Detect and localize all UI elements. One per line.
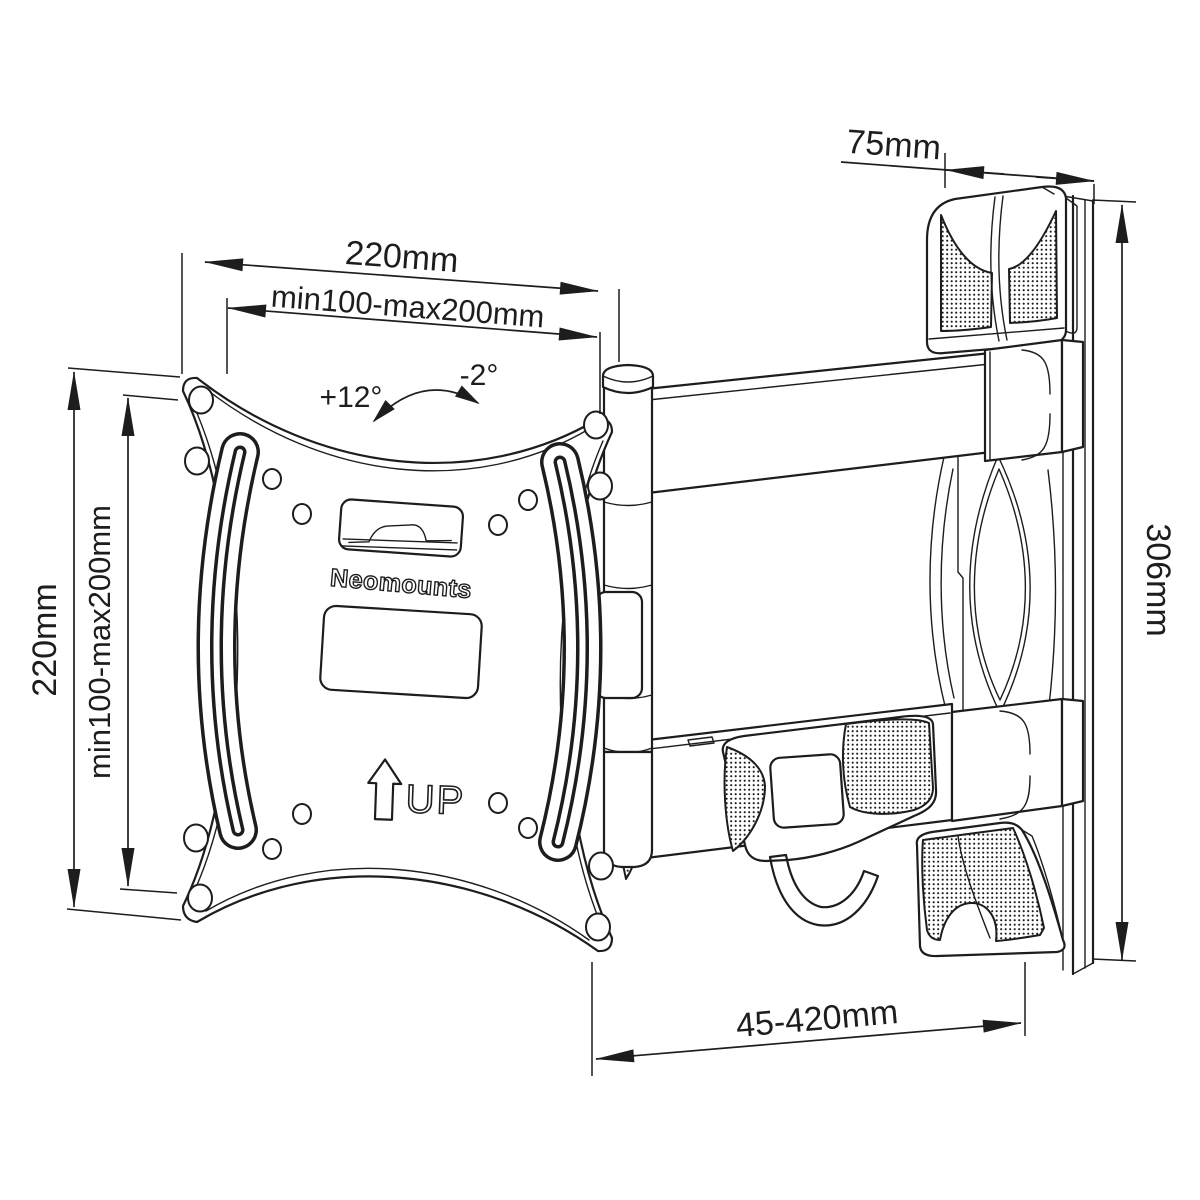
vesa-slot-right [538, 442, 603, 862]
dim-label-tilt-down: -2° [460, 359, 499, 392]
dim-label-plate-height: 220mm [26, 583, 64, 696]
vesa-plate: Neomounts UP [181, 376, 614, 953]
wall-column-covers [929, 454, 1057, 714]
dim-label-tilt-up: +12° [320, 381, 383, 414]
wall-rail [1062, 194, 1095, 976]
dim-label-plate-width: 220mm [344, 234, 460, 280]
wall-cover-top [925, 185, 1078, 355]
hinge-cap [601, 363, 655, 395]
mesh-panel [940, 214, 993, 332]
dim-label-vesa-width: min100-max200mm [270, 279, 546, 335]
mesh-panel [921, 827, 1045, 942]
upper-arm [644, 349, 1012, 495]
vesa-slot-left [196, 432, 260, 850]
dim-label-vesa-height: min100-max200mm [82, 505, 117, 779]
joint-cap [769, 753, 845, 829]
upper-bracket-bar [983, 338, 1085, 463]
lower-bracket-bar [950, 697, 1085, 823]
center-recess [319, 604, 483, 700]
dim-label-bracket-depth: 75mm [845, 123, 942, 167]
handle-slot [337, 498, 465, 558]
mesh-panel [1008, 210, 1058, 324]
wall-cover-bottom [915, 821, 1066, 958]
up-marking: UP [367, 758, 467, 824]
cable-hook [768, 853, 880, 927]
mesh-panel [841, 718, 934, 815]
tilt-arc [372, 385, 480, 423]
dim-label-bracket-height: 306mm [1139, 523, 1177, 636]
mesh-panel [723, 746, 766, 852]
up-label: UP [405, 777, 466, 823]
dim-label-extension: 45-420mm [734, 993, 899, 1045]
mounting-holes [183, 385, 614, 942]
up-arrow-icon [367, 758, 403, 821]
